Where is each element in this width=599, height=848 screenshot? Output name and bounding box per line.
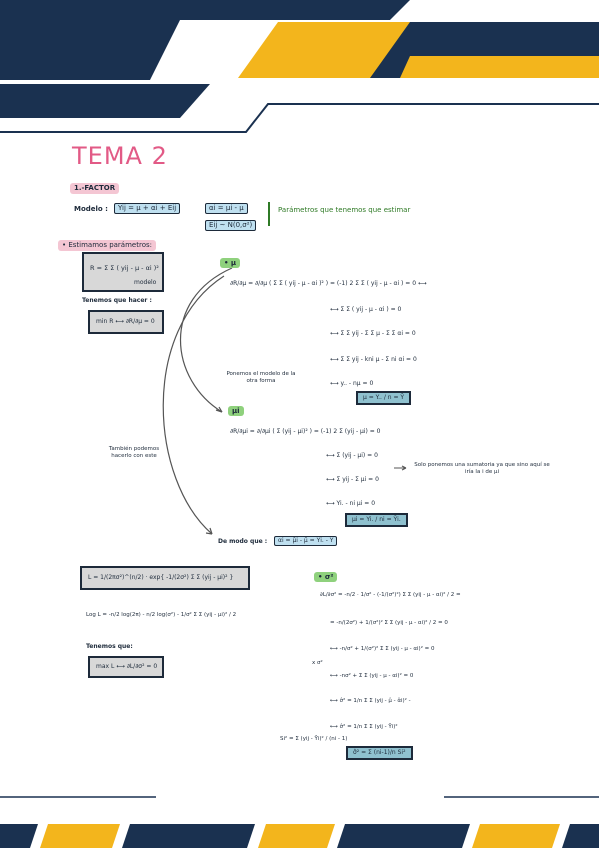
sigma-line6: ⟷ σ̂² = 1/n Σ Σ (yij - Ȳi)² [330,724,398,730]
si-squared-label: Si² = Σ (yij - Ȳi)² / (ni - 1) [280,736,348,742]
sigma-line4: ⟷ -nσ² + Σ Σ (yij - μ - αi)² = 0 [330,673,414,679]
max-equation: max L ⟷ ∂L/∂σ² = 0 [96,663,158,670]
page-title: TEMA 2 [72,142,168,170]
tambien-note: También podemos hacerlo con este [108,446,160,459]
mu-line1: ∂R/∂μ = ∂/∂μ ( Σ Σ ( yij - μ - αi )² ) =… [230,280,427,287]
sigma-line1: ∂L/∂σ² = -n/2 · 1/σ² - (-1/(σ²)²) Σ Σ (y… [320,592,461,598]
likelihood-box: L = 1/(2πσ²)^(n/2) · exp{ -1/(2σ²) Σ Σ (… [80,566,250,590]
mu-result: μ = Y.. / n = Ȳ [356,391,412,405]
tenemos-hacer: Tenemos que hacer : [82,297,152,304]
likelihood-equation: L = 1/(2πσ²)^(n/2) · exp{ -1/(2σ²) Σ Σ (… [88,574,234,581]
mu-line2: ⟷ Σ Σ ( yij - μ - αi ) = 0 [330,306,402,313]
R-box: R = Σ Σ ( yij - μ - αi )² [82,252,164,292]
sigma-line5: ⟷ σ̂² = 1/n Σ Σ (yij - μ̂ - α̂i)² - [330,698,411,704]
mu-line4: ⟷ Σ Σ yij - kni μ - Σ ni αi = 0 [330,356,417,363]
loglikelihood-equation: Log L = -n/2 log(2π) - n/2 log(σ²) - 1/σ… [86,612,237,618]
R-equation: R = Σ Σ ( yij - μ - αi )² [90,264,159,272]
max-box: max L ⟷ ∂L/∂σ² = 0 [88,656,164,678]
footer-decoration [0,796,599,848]
x-sigma-label: x σ² [312,660,323,666]
sigma-line3: ⟷ -n/σ² + 1/(σ²)² Σ Σ (yij - μ - αi)² = … [330,646,435,652]
sigma-badge: • σ² [314,572,338,582]
mui-line4: ⟷ Yi. - ni μi = 0 [326,500,376,507]
mu-badge: • μ [220,258,241,268]
mui-line1: ∂R/∂μi = ∂/∂μi ( Σ (yij - μi)² ) = (-1) … [230,428,381,435]
conclusion-prefix: De modo que : [218,538,268,545]
alpha-definition: αi = μi - μ [205,203,248,214]
section-label: 1.-FACTOR [70,183,120,194]
min-box: min R ⟷ ∂R/∂μ = 0 [88,310,164,334]
params-note: Parámetros que tenemos que estimar [278,206,411,214]
sigma-line2: = -n/(2σ²) + 1/(σ²)² Σ Σ (yij - μ - αi)²… [330,620,448,626]
header-decoration [0,0,599,133]
mui-result: μi = Yi. / ni = Ȳi. [345,513,408,527]
mui-badge: μi [228,406,244,416]
conclusion-equation: αi = μ̂i - μ̂ = Ȳi. - Ȳ [274,536,338,546]
mui-line2: ⟷ Σ (yij - μi) = 0 [326,452,378,459]
tenemos-que: Tenemos que: [86,643,133,650]
bracket-line [268,202,270,226]
modelo-label: modelo [134,279,157,286]
min-equation: min R ⟷ ∂R/∂μ = 0 [96,318,155,325]
mu-line5: ⟷ y.. - nμ = 0 [330,380,374,387]
model-equation: Yij = μ + αi + Eij [114,203,181,214]
mu-line3: ⟷ Σ Σ yij - Σ Σ μ - Σ Σ αi = 0 [330,330,416,337]
model-label: Modelo : [74,205,108,213]
mui-note: Solo ponemos una sumatoria ya que sino a… [414,462,550,475]
estimates-heading: • Estimamos parámetros: [58,240,156,251]
error-definition: Eij ~ N(0,σ²) [205,220,257,231]
ponemos-note: Ponemos el modelo de la otra forma [226,371,296,384]
sigma-result: σ̂² = Σ (ni-1)/n Si² [346,746,413,760]
mui-line3: ⟷ Σ yij - Σ μi = 0 [326,476,379,483]
